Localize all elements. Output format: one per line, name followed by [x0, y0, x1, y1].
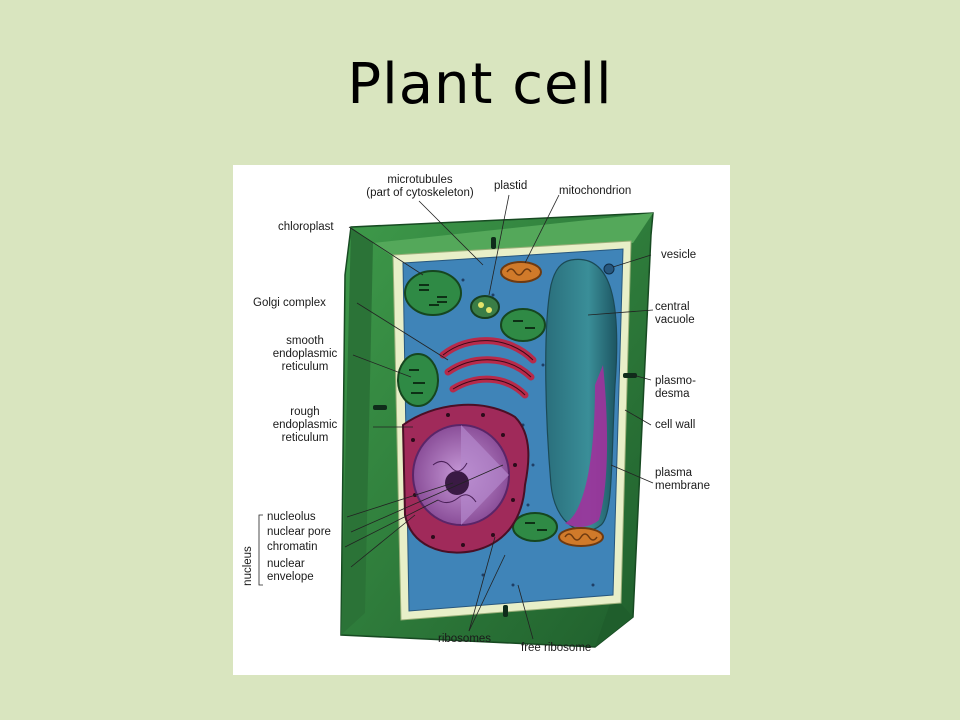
label-nuclear-pore: nuclear pore	[267, 526, 331, 538]
nucleolus	[445, 471, 469, 495]
vacuole-membrane	[565, 365, 608, 527]
label-ribosomes: ribosomes	[438, 633, 492, 645]
label-nucleolus: nucleolus	[267, 511, 316, 523]
label-mitochondrion: mitochondrion	[559, 185, 632, 197]
label-rough-er-line2: endoplasmic	[272, 419, 338, 431]
label-rough-er-line3: reticulum	[281, 432, 329, 444]
label-central-vacuole-line2: vacuole	[655, 314, 695, 326]
label-nuclear-envelope: nuclear envelope	[267, 558, 314, 584]
vesicle	[603, 263, 615, 275]
chromatin	[432, 461, 477, 504]
golgi-outline	[442, 340, 534, 396]
label-free-ribosome: free ribosome	[521, 642, 592, 654]
label-smooth-er-line1: smooth	[286, 335, 324, 347]
label-nucleus: nucleus	[242, 546, 254, 586]
slide-title: Plant cell	[347, 52, 613, 117]
plant-cell-diagram: microtubules (part of cytoskeleton) plas…	[233, 165, 730, 675]
label-microtubules: microtubules (part of cytoskeleton)	[355, 174, 485, 200]
central-vacuole	[545, 258, 618, 532]
label-central-vacuole-line1: central	[655, 301, 690, 313]
label-chloroplast: chloroplast	[278, 221, 334, 233]
label-nuclear-envelope-line1: nuclear	[267, 558, 305, 570]
label-plasma-membrane-line2: membrane	[655, 480, 710, 492]
label-plastid: plastid	[494, 180, 528, 192]
label-microtubules-line2: (part of cytoskeleton)	[366, 187, 474, 199]
plasmodesmata	[373, 237, 637, 617]
nucleus-cutaway	[461, 425, 509, 525]
label-rough-er-line1: rough	[290, 406, 320, 418]
label-plasmodesma: plasmo- desma	[655, 375, 696, 401]
label-smooth-er: smooth endoplasmic reticulum	[255, 335, 355, 374]
label-plasmodesma-line1: plasmo-	[655, 375, 696, 387]
label-microtubules-line1: microtubules	[387, 174, 453, 186]
plastid	[470, 295, 500, 319]
label-smooth-er-line2: endoplasmic	[272, 348, 338, 360]
label-central-vacuole: central vacuole	[655, 301, 695, 327]
leader-lines	[258, 194, 654, 640]
chloroplasts	[397, 270, 558, 542]
label-cell-wall: cell wall	[655, 419, 696, 431]
label-chromatin: chromatin	[267, 541, 318, 553]
plant-cell-illustration	[258, 194, 654, 648]
label-vesicle: vesicle	[661, 249, 697, 261]
label-plasma-membrane: plasma membrane	[655, 467, 710, 493]
label-plasma-membrane-line1: plasma	[655, 467, 693, 479]
label-smooth-er-line3: reticulum	[281, 361, 329, 373]
label-plasmodesma-line2: desma	[655, 388, 690, 400]
label-rough-er: rough endoplasmic reticulum	[255, 406, 355, 445]
label-nuclear-envelope-line2: envelope	[267, 571, 314, 583]
mitochondria	[500, 261, 604, 547]
label-golgi-complex: Golgi complex	[253, 297, 326, 309]
